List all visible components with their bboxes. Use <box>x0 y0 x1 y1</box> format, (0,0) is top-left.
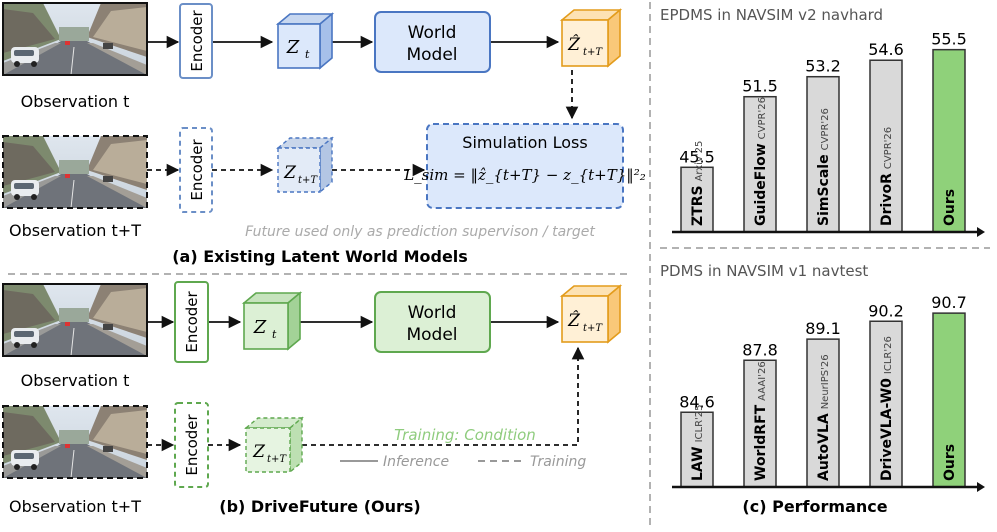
observation-t-image-b <box>2 283 148 357</box>
bar-category-label: Ours <box>942 444 958 481</box>
future-supervision-note: Future used only as prediction superviso… <box>245 224 595 240</box>
z-hat-subscript: t+T <box>583 47 603 58</box>
legend-inference-label: Inference <box>383 454 449 470</box>
bar-value-label: 51.5 <box>742 77 778 96</box>
chart-title: EPDMS in NAVSIM v2 navhard <box>660 6 883 24</box>
bar-value-label: 90.7 <box>931 293 967 312</box>
encoder-box: Encoder <box>179 3 213 79</box>
bar-category-label: AutoVLANeurIPS'26 <box>816 354 832 481</box>
bar-value-label: 84.6 <box>679 392 715 411</box>
world-model-box: World Model <box>374 11 491 73</box>
bar-value-label: 87.8 <box>742 340 778 359</box>
observation-t-plus-T-label: Observation t+T <box>9 221 141 240</box>
bar-value-label: 89.1 <box>805 319 841 338</box>
z-t-subscript: t <box>305 48 310 61</box>
observation-t-plus-T-image-b <box>2 405 148 479</box>
z-hat-symbol: Ẑ <box>567 34 581 55</box>
bar-value-label: 54.6 <box>868 40 904 59</box>
bar-category-label: ZTRSArxiv'25 <box>690 141 706 226</box>
z-t-plus-T-subscript-b: t+T <box>267 454 287 465</box>
x-axis-arrow <box>977 482 985 492</box>
observation-t-plus-T-image <box>2 135 148 209</box>
encoder-box-future-b: Encoder <box>174 402 209 488</box>
line-style-legend: Inference Training <box>340 454 586 470</box>
panel-b: Observation t Observation t+T Encoder Z … <box>2 281 623 516</box>
z-t-symbol: Z <box>286 37 300 58</box>
world-model-b-label-line2: Model <box>406 325 457 345</box>
latent-z-t-plus-T-cube-b: Z t+T <box>244 416 304 474</box>
bar-law <box>680 411 714 488</box>
observation-t-label-b: Observation t <box>21 371 130 390</box>
latent-z-t-plus-T-cube: Z t+T <box>276 136 334 194</box>
z-hat-subscript-b: t+T <box>583 323 603 334</box>
simulation-loss-formula: L_sim = ‖ẑ_{t+T} − z_{t+T}‖²₂ <box>403 166 646 184</box>
bar-autovla <box>806 338 840 488</box>
bar-ztrs <box>680 166 714 233</box>
predicted-z-hat-cube: Ẑ t+T <box>559 8 623 68</box>
world-model-label-line2: Model <box>406 45 457 65</box>
bar-value-label: 55.5 <box>931 30 967 49</box>
z-t-plus-T-symbol: Z <box>283 163 297 183</box>
panel-a: Observation t Observation t+T Encoder Z … <box>2 2 646 266</box>
bar-category-label: DrivoRCVPR'26 <box>879 127 895 226</box>
bar-category-label: Ours <box>942 189 958 226</box>
z-hat-symbol-b: Ẑ <box>567 310 581 331</box>
bar-worldrft <box>743 359 777 488</box>
bar-category-label: DriveVLA-W0ICLR'26 <box>879 336 895 481</box>
bar-category-label: SimScaleCVPR'26 <box>816 108 832 226</box>
latent-z-t-cube-b: Z t <box>241 291 303 351</box>
panel-b-caption: (b) DriveFuture (Ours) <box>219 497 421 516</box>
bar-category-label: GuideFlowCVPR'26 <box>753 97 769 226</box>
chart-epdms: EPDMS in NAVSIM v2 navhard 45.5ZTRSArxiv'… <box>660 6 985 237</box>
encoder-label-b: Encoder <box>183 291 201 353</box>
simulation-loss-title: Simulation Loss <box>462 133 587 152</box>
encoder-box-future: Encoder <box>179 127 213 213</box>
bar-value-label: 45.5 <box>679 147 715 166</box>
world-model-box-b: World Model <box>374 291 491 353</box>
world-model-b-label-line1: World <box>408 303 457 323</box>
observation-t-plus-T-label-b: Observation t+T <box>9 497 141 516</box>
panel-a-caption: (a) Existing Latent World Models <box>172 247 468 266</box>
predicted-z-hat-cube-b: Ẑ t+T <box>559 284 623 344</box>
bar-category-label: LAWICLR'25 <box>690 404 706 481</box>
latent-z-t-cube: Z t <box>275 12 335 70</box>
z-t-plus-T-symbol-b: Z <box>252 442 266 462</box>
bar-value-label: 90.2 <box>868 301 904 320</box>
z-t-symbol-b: Z <box>253 317 267 338</box>
world-model-label-line1: World <box>408 23 457 43</box>
encoder-future-label: Encoder <box>188 139 206 201</box>
bar-ours <box>932 312 966 488</box>
z-t-plus-T-subscript: t+T <box>298 175 318 186</box>
observation-t-image <box>2 2 148 76</box>
z-t-subscript-b: t <box>272 328 277 341</box>
legend-training-label: Training <box>530 454 586 470</box>
chart-title: PDMS in NAVSIM v1 navtest <box>660 262 868 280</box>
encoder-label: Encoder <box>188 10 206 72</box>
encoder-box-b: Encoder <box>174 281 209 363</box>
bar-drivevla-w0 <box>869 320 903 488</box>
x-axis-arrow <box>977 227 985 237</box>
panel-c-caption: (c) Performance <box>742 497 887 516</box>
encoder-future-label-b: Encoder <box>183 414 201 476</box>
simulation-loss-box: Simulation Loss L_sim = ‖ẑ_{t+T} − z_{t+… <box>403 123 646 209</box>
bar-value-label: 53.2 <box>805 57 841 76</box>
bar-category-label: WorldRFTAAAI'26 <box>753 361 769 481</box>
observation-t-label: Observation t <box>21 92 130 111</box>
training-condition-label: Training: Condition <box>394 426 536 444</box>
